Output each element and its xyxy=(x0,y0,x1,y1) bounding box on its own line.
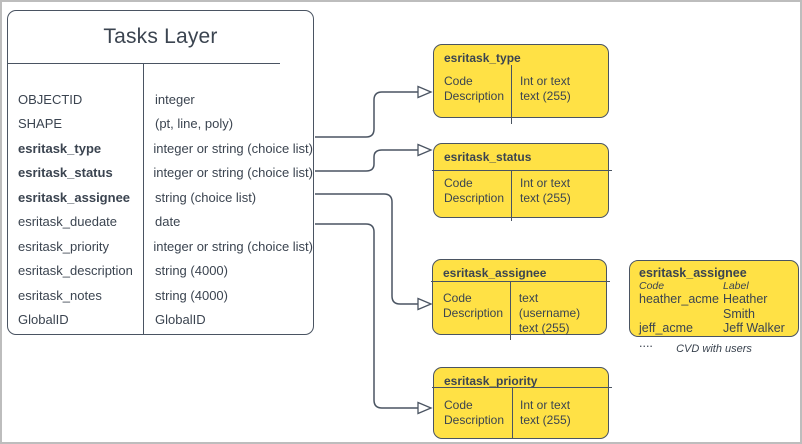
domain-cell: Int or text xyxy=(520,398,571,412)
table-row: esritask_assignee string (choice list) xyxy=(8,185,313,210)
cvd-header-code: Code xyxy=(639,280,665,292)
domain-column-divider xyxy=(511,171,512,221)
domain-left-column: Code Description xyxy=(434,74,512,104)
table-row: GlobalID GlobalID xyxy=(8,308,313,333)
domain-column-divider xyxy=(511,65,512,124)
domain-title: esritask_assignee xyxy=(443,266,547,280)
cvd-grid: Code Label heather_acme Heather Smith je… xyxy=(639,280,798,350)
table-row: SHAPE (pt, line, poly) xyxy=(8,112,313,137)
domain-body: Code Description Int or text text (255) xyxy=(434,398,608,428)
domain-cell: Code xyxy=(444,176,473,190)
field-name: OBJECTID xyxy=(18,91,83,107)
domain-cell: text (255) xyxy=(520,191,571,205)
domain-column-divider xyxy=(510,282,511,340)
domain-body: Code Description Int or text text (255) xyxy=(434,176,608,206)
domain-cell: Description xyxy=(444,191,505,205)
column-divider xyxy=(143,64,144,334)
domain-box-esritask-status: esritask_status Code Description Int or … xyxy=(432,143,612,221)
domain-left-column: Code Description xyxy=(433,291,511,336)
field-name: GlobalID xyxy=(18,312,69,328)
field-type: integer or string (choice list) xyxy=(153,165,313,181)
cvd-cell: jeff_acme xyxy=(639,321,693,335)
table-row: esritask_duedate date xyxy=(8,210,313,235)
domain-cell: Code xyxy=(444,74,473,88)
table-row: OBJECTID integer xyxy=(8,87,313,112)
table-row: esritask_description string (4000) xyxy=(8,259,313,284)
domain-left-column: Code Description xyxy=(434,398,512,428)
domain-cell: Description xyxy=(444,413,505,427)
cvd-header-label: Label xyxy=(723,280,749,292)
field-name: esritask_status xyxy=(18,165,113,181)
domain-cell: text (255) xyxy=(520,413,571,427)
domain-column-divider xyxy=(512,388,513,438)
connector-esritask-priority xyxy=(315,223,418,409)
arrowhead-icon xyxy=(417,297,433,311)
domain-box-esritask-assignee: esritask_assignee Code Description text … xyxy=(431,259,610,340)
domain-cell: text (username) xyxy=(518,291,581,320)
domain-title-separator xyxy=(432,387,612,388)
field-rows: OBJECTID integer SHAPE (pt, line, poly) … xyxy=(8,64,313,332)
table-title: Tasks Layer xyxy=(103,25,218,48)
domain-cell: Int or text xyxy=(520,74,571,88)
arrowhead-icon xyxy=(417,143,433,157)
field-type: GlobalID xyxy=(155,312,206,328)
domain-cell: Code xyxy=(443,291,472,305)
field-name: esritask_notes xyxy=(18,287,102,303)
field-type: date xyxy=(155,214,181,230)
domain-right-column: Int or text text (255) xyxy=(512,398,571,428)
field-type: (pt, line, poly) xyxy=(155,116,234,132)
domain-title: esritask_priority xyxy=(444,374,538,388)
field-type: integer xyxy=(155,91,195,107)
table-row: esritask_status integer or string (choic… xyxy=(8,161,313,186)
field-type: integer or string (choice list) xyxy=(153,238,313,254)
arrowhead-icon xyxy=(417,85,433,99)
field-name: esritask_assignee xyxy=(18,189,131,205)
domain-cell: text (255) xyxy=(518,321,570,335)
connector-esritask-assignee xyxy=(315,193,418,305)
domain-box-esritask-priority: esritask_priority Code Description Int o… xyxy=(432,367,612,439)
domain-title: esritask_type xyxy=(444,51,521,65)
tasks-layer-table: Tasks Layer OBJECTID integer SHAPE (pt, … xyxy=(7,10,314,335)
field-type: integer or string (choice list) xyxy=(153,140,313,156)
field-name: esritask_type xyxy=(18,140,102,156)
cvd-cell: Heather Smith xyxy=(723,292,768,321)
field-name: esritask_duedate xyxy=(18,214,118,230)
domain-body: Code Description Int or text text (255) xyxy=(434,74,608,104)
field-type: string (4000) xyxy=(155,287,228,303)
field-name: esritask_priority xyxy=(18,238,110,254)
domain-cell: Description xyxy=(444,89,505,103)
domain-title-separator xyxy=(431,281,610,282)
table-row: esritask_type integer or string (choice … xyxy=(8,136,313,161)
table-row: esritask_priority integer or string (cho… xyxy=(8,234,313,259)
cvd-box-esritask-assignee: esritask_assignee Code Label heather_acm… xyxy=(629,260,799,350)
field-type: string (choice list) xyxy=(155,189,257,205)
cvd-title: esritask_assignee xyxy=(639,266,747,280)
cvd-cell: .... xyxy=(639,335,653,350)
domain-box-esritask-type: esritask_type Code Description Int or te… xyxy=(433,44,609,124)
domain-body: Code Description text (username) text (2… xyxy=(433,291,606,336)
title-separator xyxy=(7,63,280,64)
domain-title: esritask_status xyxy=(444,150,532,164)
domain-right-column: text (username) text (255) xyxy=(511,291,606,336)
field-name: esritask_description xyxy=(18,263,133,279)
connector-esritask-type xyxy=(315,91,418,138)
field-type: string (4000) xyxy=(155,263,228,279)
connector-esritask-status xyxy=(315,149,418,172)
field-name: SHAPE xyxy=(18,116,63,132)
domain-cell: Code xyxy=(444,398,473,412)
domain-cell: Description xyxy=(443,306,504,320)
domain-right-column: Int or text text (255) xyxy=(512,74,571,104)
domain-left-column: Code Description xyxy=(434,176,512,206)
domain-cell: text (255) xyxy=(520,89,571,103)
arrowhead-icon xyxy=(417,401,433,415)
cvd-cell: heather_acme xyxy=(639,292,719,306)
cvd-cell: Jeff Walker xyxy=(723,321,785,335)
domain-right-column: Int or text text (255) xyxy=(512,176,571,206)
domain-cell: Int or text xyxy=(520,176,571,190)
domain-title-separator xyxy=(432,170,612,171)
cvd-caption: CVD with users xyxy=(676,343,752,355)
table-row: esritask_notes string (4000) xyxy=(8,283,313,308)
